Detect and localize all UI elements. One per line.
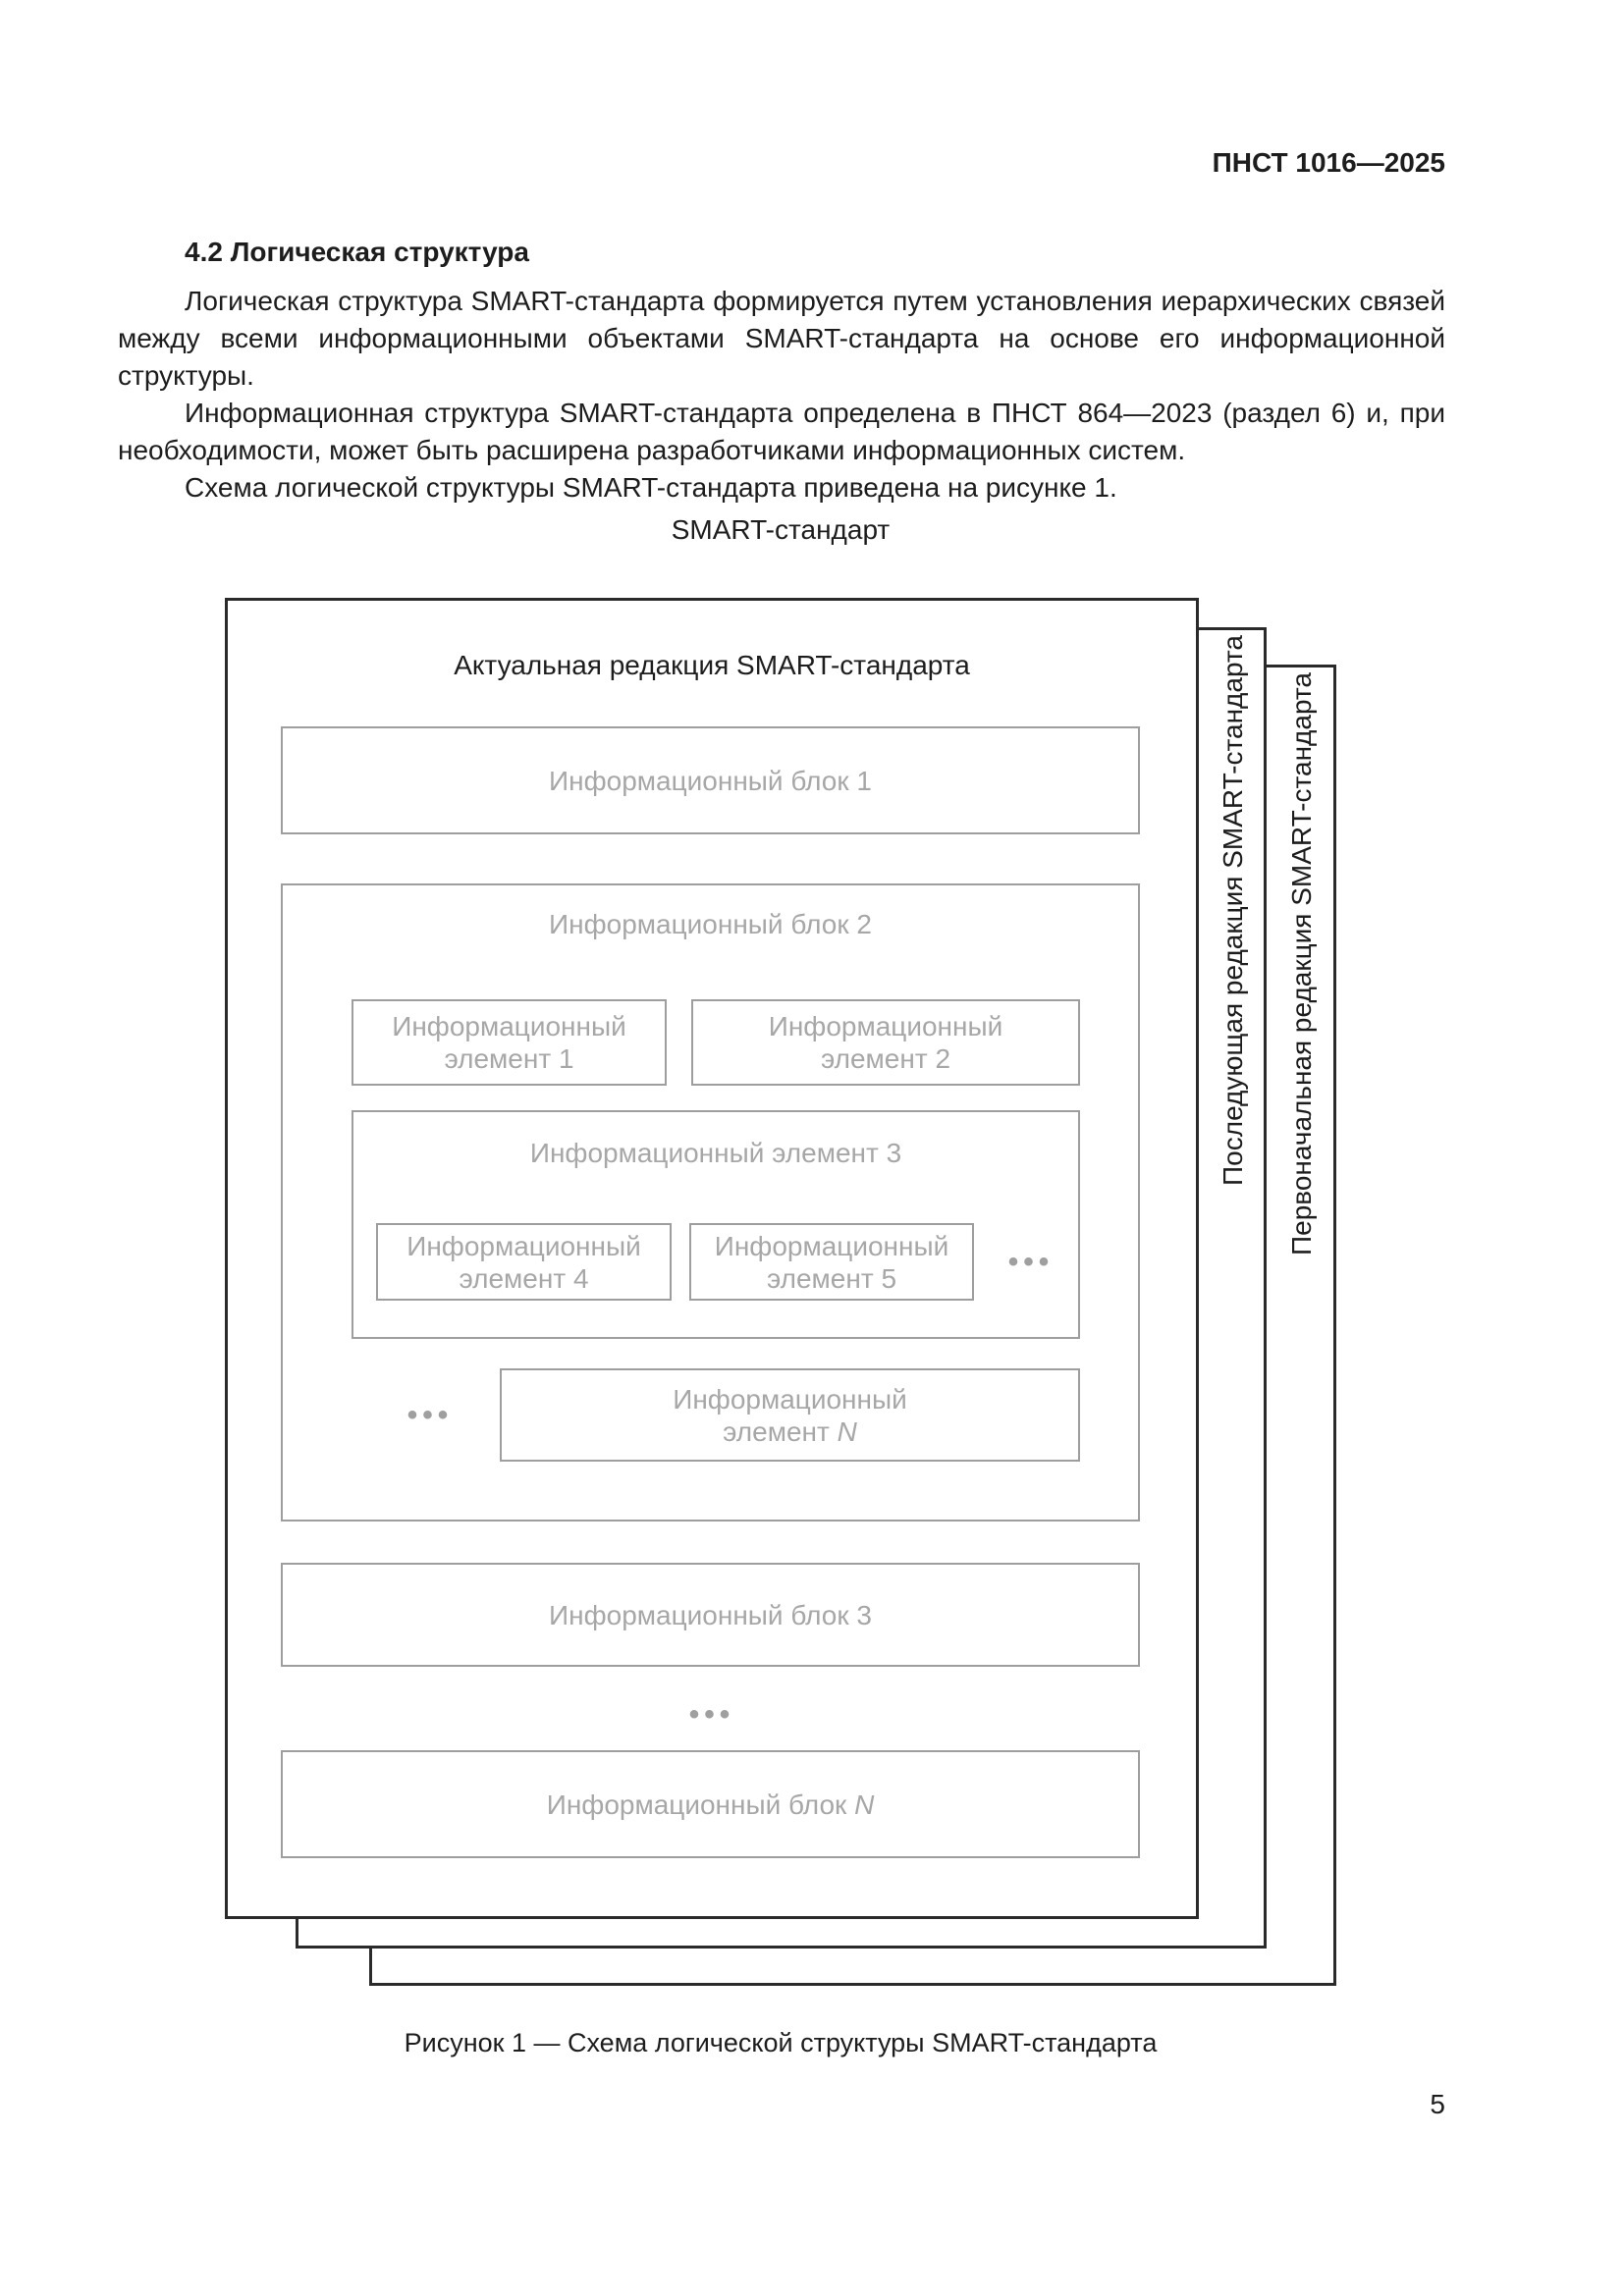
section-heading: 4.2 Логическая структура: [185, 237, 529, 267]
info-element-2: Информационный элемент 2: [691, 999, 1080, 1086]
info-element-n-label: Информационный элемент N: [673, 1383, 907, 1447]
info-element-4: Информационный элемент 4: [376, 1223, 672, 1301]
info-element-4-label: Информационный элемент 4: [406, 1230, 641, 1294]
info-element-3: Информационный элемент 3 Информационный …: [352, 1110, 1080, 1339]
info-block-2: Информационный блок 2 Информационный эле…: [281, 883, 1140, 1522]
ellipsis-dots: •••: [406, 1398, 454, 1431]
info-element-5: Информационный элемент 5: [689, 1223, 974, 1301]
info-block-2-label: Информационный блок 2: [549, 909, 872, 939]
info-element-2-label: Информационный элемент 2: [768, 1011, 1003, 1074]
figure-caption: Рисунок 1 — Схема логической структуры S…: [404, 2028, 1158, 2057]
info-block-1: Информационный блок 1: [281, 726, 1140, 834]
info-element-n: Информационный элемент N: [500, 1368, 1080, 1462]
info-block-3: Информационный блок 3: [281, 1563, 1140, 1667]
section-body: 4.2 Логическая структура Логическая стру…: [118, 234, 1445, 507]
paragraph-2: Информационная структура SMART-стандарта…: [118, 398, 1445, 465]
next-edition-strip: Последующая редакция SMART-стандарта: [1199, 627, 1267, 1943]
ellipsis-elements-left: •••: [361, 1368, 499, 1462]
ellipsis-dots: •••: [1007, 1245, 1055, 1278]
paragraph-1: Логическая структура SMART-стандарта фор…: [118, 286, 1445, 391]
info-block-3-label: Информационный блок 3: [549, 1599, 872, 1630]
current-edition-title: Актуальная редакция SMART-стандарта: [454, 650, 970, 680]
ellipsis-blocks: •••: [228, 1698, 1196, 1732]
initial-edition-label: Первоначальная редакция SMART-стандарта: [1285, 672, 1317, 1255]
paragraph-3: Схема логической структуры SMART-стандар…: [185, 472, 1117, 503]
info-element-5-label: Информационный элемент 5: [714, 1230, 949, 1294]
info-element-1-label: Информационный элемент 1: [392, 1011, 626, 1074]
initial-edition-strip: Первоначальная редакция SMART-стандарта: [1267, 665, 1336, 1980]
info-block-n-label: Информационный блок N: [546, 1789, 875, 1820]
figure-title: SMART-стандарт: [671, 514, 891, 545]
current-edition-box: Актуальная редакция SMART-стандарта Инфо…: [225, 598, 1199, 1919]
ellipsis-elements-row: •••: [990, 1223, 1072, 1301]
page-number: 5: [1430, 2089, 1445, 2119]
info-block-1-label: Информационный блок 1: [549, 765, 872, 796]
info-element-1: Информационный элемент 1: [352, 999, 667, 1086]
info-element-3-label: Информационный элемент 3: [529, 1138, 902, 1168]
info-block-n: Информационный блок N: [281, 1750, 1140, 1858]
ellipsis-dots: •••: [688, 1698, 735, 1731]
next-edition-label: Последующая редакция SMART-стандарта: [1217, 635, 1248, 1186]
page-header: ПНСТ 1016—2025: [1212, 147, 1445, 178]
